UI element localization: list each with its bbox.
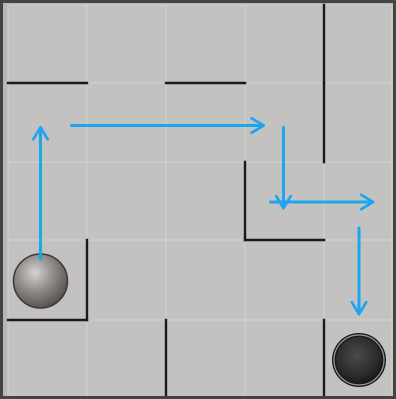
maze-tile [323, 82, 393, 163]
maze-tile [165, 82, 246, 163]
maze-tile [86, 239, 167, 321]
maze-tile [7, 161, 88, 241]
maze-tile [165, 161, 246, 241]
start-ball-icon[interactable] [12, 253, 69, 309]
maze-tile [244, 319, 325, 399]
maze-tile [323, 4, 393, 84]
maze-tile [86, 82, 167, 163]
maze-tile [244, 4, 325, 84]
maze-tile [7, 4, 88, 84]
goal-hole-icon [332, 333, 386, 387]
maze-tile [7, 82, 88, 163]
maze-tile [86, 4, 167, 84]
maze-tile [165, 319, 246, 399]
maze-tile [86, 319, 167, 399]
maze-tile [165, 4, 246, 84]
maze-tile [165, 239, 246, 321]
maze-tile [244, 239, 325, 321]
maze-tile [86, 161, 167, 241]
maze-tile [7, 319, 88, 399]
